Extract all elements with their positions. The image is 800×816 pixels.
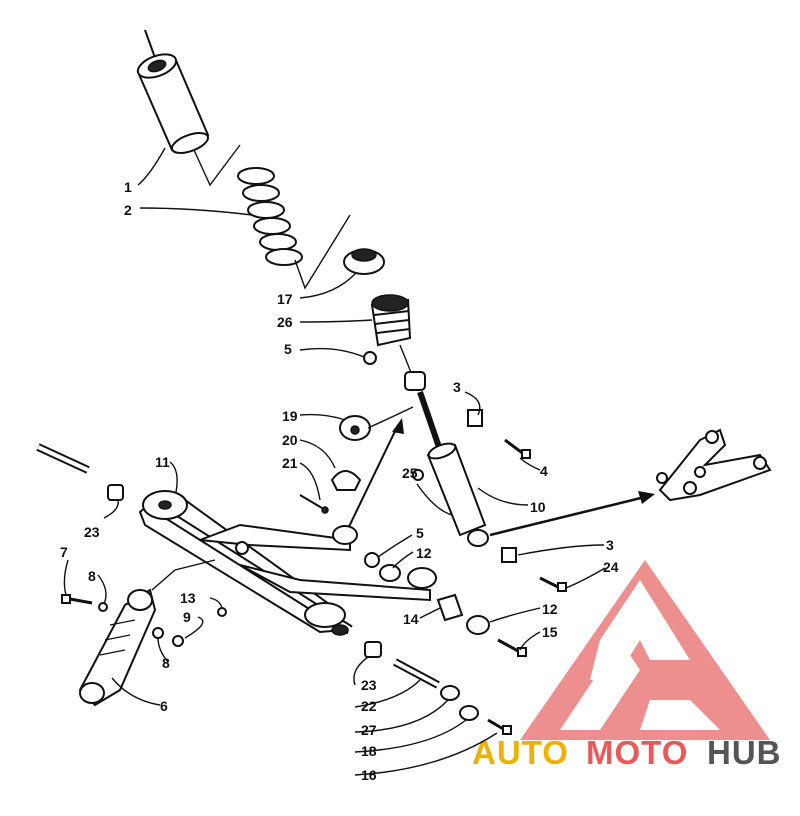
callout-8-bottom: 8 <box>162 655 170 671</box>
callout-1: 1 <box>124 179 132 195</box>
zigzag-2 <box>294 214 351 290</box>
callout-3-top: 3 <box>453 379 461 395</box>
callout-25: 25 <box>402 465 418 481</box>
callout-11: 11 <box>155 454 170 470</box>
callout-16: 16 <box>361 767 377 783</box>
callout-5-top: 5 <box>284 341 292 357</box>
callout-20: 20 <box>282 432 298 448</box>
zigzag-1 <box>193 144 241 187</box>
callout-2: 2 <box>124 202 132 218</box>
part-clip-21 <box>299 494 329 514</box>
part-washer-8b <box>152 627 164 639</box>
part-bushing-3a <box>467 409 483 427</box>
watermark-hub: HUB <box>707 734 782 771</box>
callout-18: 18 <box>361 743 377 759</box>
callout-14: 14 <box>403 611 419 627</box>
part-washer-8a <box>98 602 108 612</box>
part-shock-cover <box>136 29 210 154</box>
part-nut-5b <box>364 552 380 568</box>
part-washer-18 <box>459 705 479 721</box>
callout-27: 27 <box>361 722 377 738</box>
part-nut-9 <box>172 635 184 647</box>
part-cap-20 <box>330 470 362 491</box>
callout-12-mid: 12 <box>416 545 432 561</box>
part-bushing-3b <box>501 547 517 563</box>
callout-6: 6 <box>160 698 168 714</box>
callout-10: 10 <box>530 499 546 515</box>
callout-23-bottom: 23 <box>361 677 377 693</box>
callout-17: 17 <box>277 291 293 307</box>
callout-3-mid: 3 <box>606 537 614 553</box>
part-bushing-23a <box>107 484 124 501</box>
part-upper-arm-inset <box>656 428 772 502</box>
callout-19: 19 <box>282 408 298 424</box>
part-nut-top <box>363 351 377 365</box>
part-nut-25 <box>412 469 424 481</box>
callout-21: 21 <box>282 455 298 471</box>
callout-7: 7 <box>60 544 68 560</box>
part-shock-absorber <box>404 371 489 547</box>
part-sleeve-14 <box>436 593 464 622</box>
part-bolt-15 <box>497 638 527 657</box>
part-screw-13 <box>217 607 227 617</box>
arrow-head-inset <box>638 491 655 504</box>
part-bolt-7 <box>61 594 93 605</box>
part-bumper <box>370 294 412 347</box>
part-lower-link <box>78 588 157 707</box>
part-bushing-23b <box>364 641 382 658</box>
callout-5-mid: 5 <box>416 525 424 541</box>
watermark-auto: AUTO <box>472 734 569 771</box>
callout-labels: 1 2 17 26 5 3 19 20 21 4 25 10 11 23 5 1… <box>60 179 619 783</box>
part-spring-nut <box>343 248 385 275</box>
arrow-to-shock <box>344 424 399 536</box>
arrow-to-inset <box>489 495 646 537</box>
watermark-logo <box>520 560 770 740</box>
part-spring <box>237 167 303 266</box>
callout-15: 15 <box>542 624 558 640</box>
callout-26: 26 <box>277 314 293 330</box>
callout-24: 24 <box>603 559 619 575</box>
part-washer-19 <box>339 415 371 441</box>
callout-13: 13 <box>180 590 196 606</box>
callout-4: 4 <box>540 463 548 479</box>
callout-12-bottom: 12 <box>542 601 558 617</box>
part-washer-12a <box>379 564 401 582</box>
callout-23-top: 23 <box>84 524 100 540</box>
watermark-text: AUTO MOTO HUB <box>472 734 782 771</box>
callout-22: 22 <box>361 698 377 714</box>
watermark-moto: MOTO <box>586 734 688 771</box>
part-washer-27 <box>440 685 460 701</box>
callout-9: 9 <box>183 609 191 625</box>
part-bolt-24 <box>539 576 567 592</box>
part-washer-12b <box>466 615 490 635</box>
leader-lines <box>63 147 606 776</box>
callout-8-top: 8 <box>88 568 96 584</box>
part-bolt-4 <box>504 438 531 459</box>
part-swing-arm-frame <box>138 490 437 636</box>
part-bolt-16 <box>487 718 512 735</box>
